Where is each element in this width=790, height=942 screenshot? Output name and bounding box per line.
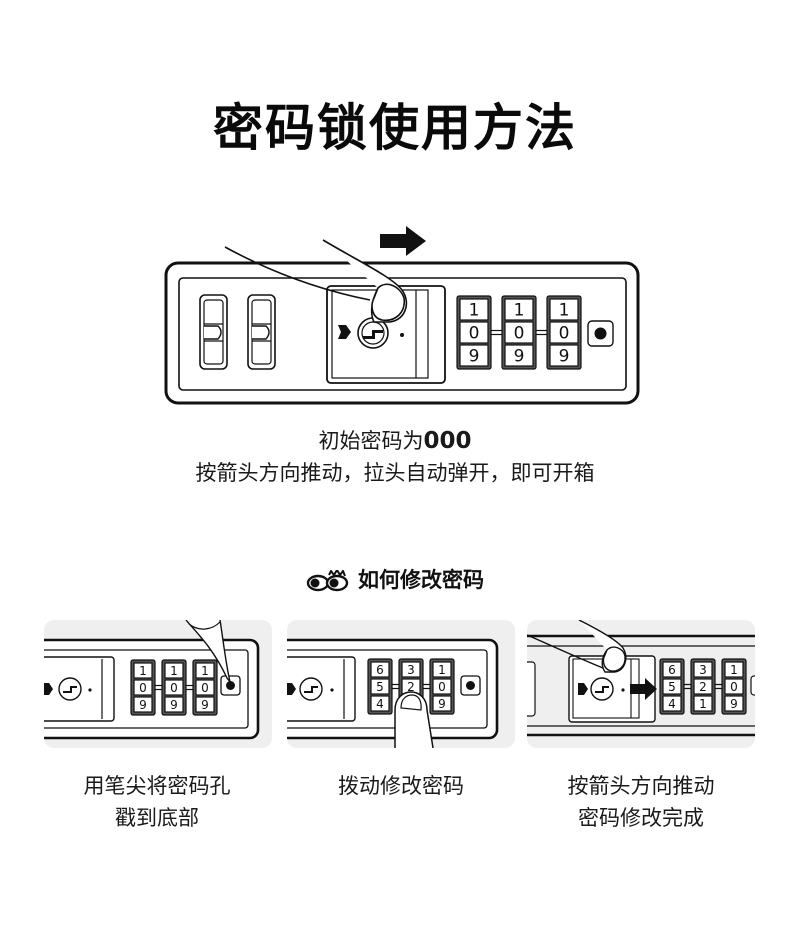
combination-dial[interactable]: 1 0 9 (192, 659, 218, 716)
step-3-caption-line-1: 按箭头方向推动 (567, 774, 715, 798)
page-title: 密码锁使用方法 (213, 99, 577, 157)
slider-left-2 (247, 294, 276, 370)
pen-tip-icon (185, 620, 231, 683)
step-2-illustration: 6 5 4 3 2 11 0 9 (287, 620, 515, 748)
dial-digit: 1 (469, 301, 480, 321)
reset-hole (587, 320, 614, 347)
dial-digit: 9 (201, 698, 209, 712)
dial-digit: 1 (170, 664, 178, 678)
finger-icon (224, 239, 408, 323)
initial-password-label: 初始密码为 (318, 429, 424, 453)
dial-digit: 9 (730, 697, 738, 711)
finger-icon (394, 691, 434, 748)
step-1-caption-line-2: 戳到底部 (115, 806, 199, 830)
dial-group: 1 0 9 1 0 9 1 0 9 (456, 295, 582, 370)
dial-group: 6 5 4 3 2 1 1 0 9 (659, 658, 747, 715)
step-1-caption: 用笔尖将密码孔 戳到底部 (32, 770, 282, 834)
initial-password-value: 000 (423, 428, 472, 454)
combination-dial[interactable]: 1 0 9 (429, 658, 455, 715)
step-3-caption: 按箭头方向推动 密码修改完成 (516, 770, 766, 834)
key-cover (326, 285, 446, 384)
eyes-icon (306, 570, 350, 592)
dial-digit: 1 (559, 301, 570, 321)
step-1-illustration: 1 0 9 1 0 9 1 0 9 (44, 620, 272, 748)
dial-digit: 6 (376, 663, 384, 677)
arrow-right-icon (630, 678, 657, 700)
dial-digit: 0 (438, 680, 446, 694)
dial-digit: 1 (139, 664, 147, 678)
combination-dial[interactable]: 6 5 4 (367, 658, 393, 715)
combination-dial[interactable]: 6 5 4 (659, 658, 685, 715)
dial-digit: 4 (668, 697, 676, 711)
step-3-caption-line-2: 密码修改完成 (578, 806, 704, 830)
arrow-marker-icon (338, 325, 351, 339)
combination-dial[interactable]: 1 0 9 (130, 659, 156, 716)
slider-left-1 (199, 294, 228, 370)
step-2-caption-line-1: 拨动修改密码 (338, 774, 464, 798)
initial-password-line: 初始密码为000 (0, 425, 790, 457)
dial-digit: 9 (170, 698, 178, 712)
combination-dial[interactable]: 1 0 9 (546, 295, 582, 370)
finger-icon (527, 620, 627, 673)
open-instruction: 按箭头方向推动，拉头自动弹开，即可开箱 (195, 461, 595, 485)
dial-digit: 0 (201, 681, 209, 695)
combination-dial[interactable]: 1 0 9 (456, 295, 492, 370)
step-1-caption-line-1: 用笔尖将密码孔 (83, 774, 231, 798)
combination-dial[interactable]: 1 0 9 (721, 658, 747, 715)
dial-digit: 0 (559, 324, 570, 344)
dial-digit: 4 (376, 697, 384, 711)
dial-digit: 1 (514, 301, 525, 321)
dial-digit: 9 (559, 347, 570, 367)
change-password-title: 如何修改密码 (358, 568, 484, 592)
step-2-caption: 拨动修改密码 (276, 770, 526, 802)
lock-faceplate (178, 277, 627, 391)
arrow-right-icon (380, 226, 426, 256)
step-3-illustration: 6 5 4 3 2 1 1 0 9 (527, 620, 755, 748)
dial-digit: 1 (201, 664, 209, 678)
combination-dial[interactable]: 1 0 9 (161, 659, 187, 716)
dial-digit: 3 (699, 663, 707, 677)
dial-digit: 5 (668, 680, 676, 694)
dial-digit: 0 (139, 681, 147, 695)
dial-digit: 2 (699, 680, 707, 694)
dial-digit: 0 (170, 681, 178, 695)
dial-digit: 3 (407, 663, 415, 677)
dial-group: 1 0 9 1 0 9 1 0 9 (130, 659, 218, 716)
dial-digit: 2 (407, 680, 415, 694)
change-password-heading: 如何修改密码 (0, 564, 790, 594)
dial-digit: 9 (139, 698, 147, 712)
combination-dial[interactable]: 3 2 1 (690, 658, 716, 715)
dial-digit: 9 (469, 347, 480, 367)
dial-digit: 5 (376, 680, 384, 694)
dial-digit: 0 (469, 324, 480, 344)
dial-digit: 1 (699, 697, 707, 711)
dial-digit: 9 (438, 697, 446, 711)
dial-digit: 6 (668, 663, 676, 677)
dial-digit: 1 (730, 663, 738, 677)
dial-digit: 0 (730, 680, 738, 694)
combination-dial[interactable]: 1 0 9 (501, 295, 537, 370)
dial-digit: 9 (514, 347, 525, 367)
dial-digit: 0 (514, 324, 525, 344)
intro-caption: 初始密码为000 按箭头方向推动，拉头自动弹开，即可开箱 (0, 425, 790, 489)
main-lock-illustration: 1 0 9 1 0 9 1 0 9 (160, 222, 642, 410)
dial-digit: 1 (438, 663, 446, 677)
